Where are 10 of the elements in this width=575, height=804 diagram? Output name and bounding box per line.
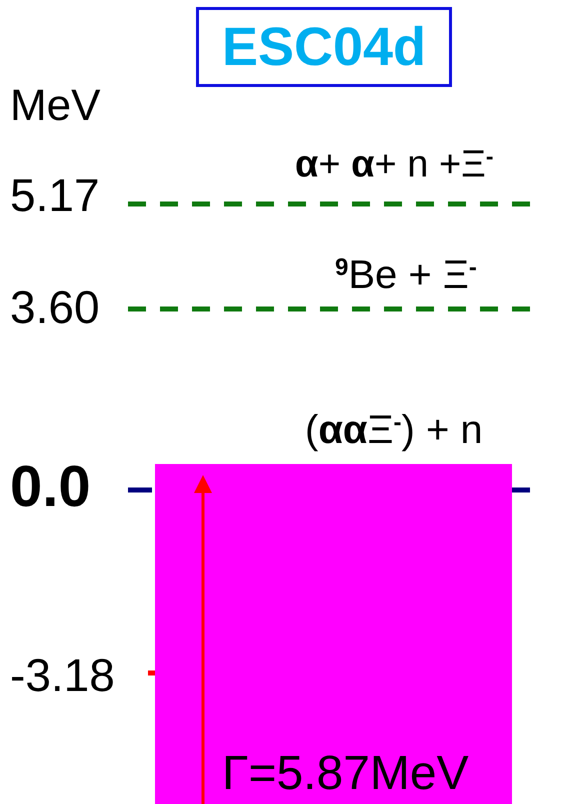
unit-label: MeV xyxy=(10,84,100,128)
threshold-label: α+ α+ n +Ξ$^{-}$ xyxy=(295,145,494,184)
energy-value: 0.0 xyxy=(10,458,91,516)
threshold-label: $^{9}$Be + Ξ$^{-}$ xyxy=(335,255,477,295)
energy-value: 3.60 xyxy=(10,284,100,330)
width-label: Γ=5.87MeV xyxy=(222,750,469,798)
threshold-label: (ααΞ$^{-}$) + n xyxy=(305,410,483,450)
energy-value: 5.17 xyxy=(10,172,100,218)
diagram-title: ESC04d xyxy=(196,7,452,87)
energy-value: -3.18 xyxy=(10,652,115,698)
